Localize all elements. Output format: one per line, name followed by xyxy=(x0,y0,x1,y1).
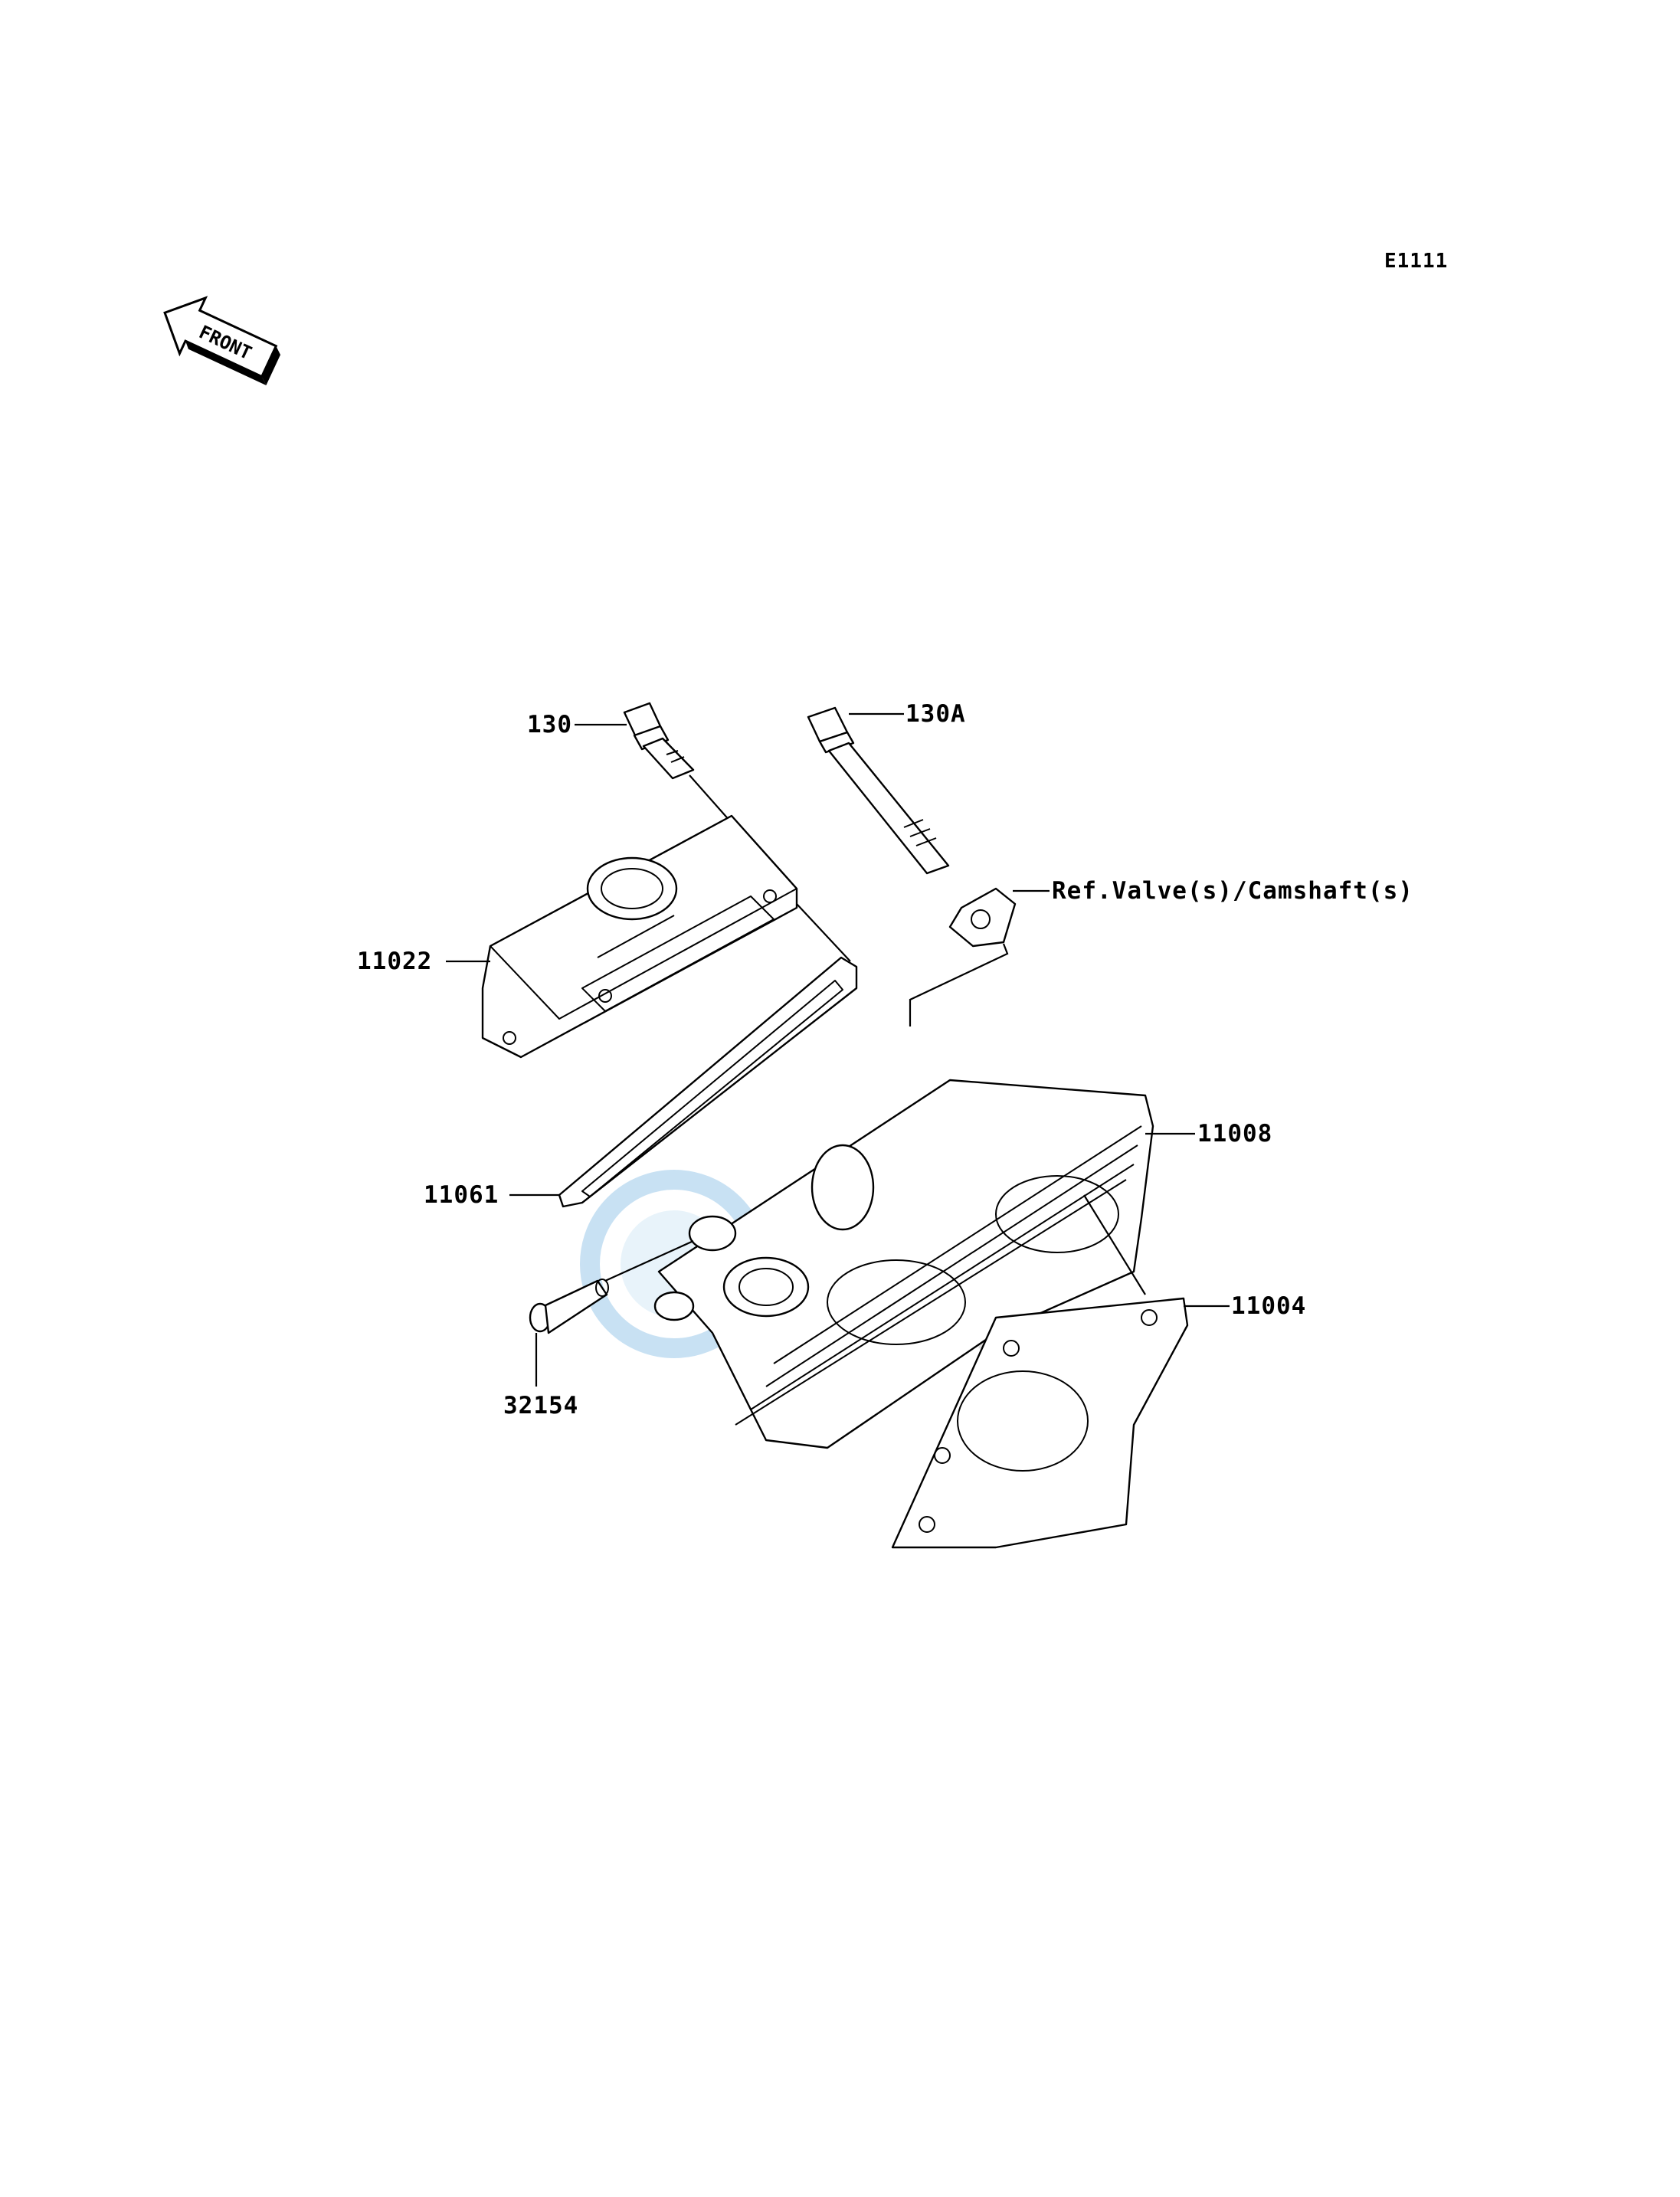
cylinder-head xyxy=(653,1079,1154,1449)
callout-11004: 11004 xyxy=(1231,1292,1307,1320)
callout-11061: 11061 xyxy=(424,1181,499,1209)
leader-11004-dashline xyxy=(1083,1194,1146,1295)
ref-bracket xyxy=(948,887,1017,948)
cover-gasket xyxy=(558,956,858,1208)
callout-11008: 11008 xyxy=(1197,1120,1273,1148)
leader-ref-dashline xyxy=(909,943,1009,1026)
callout-32154: 32154 xyxy=(503,1392,579,1419)
valve-guide xyxy=(529,1279,609,1334)
head-gasket xyxy=(891,1297,1189,1549)
callout-ref: Ref.Valve(s)/Camshaft(s) xyxy=(1052,877,1413,905)
cylinder-head-cover xyxy=(481,814,798,1059)
bolt-130 xyxy=(623,702,695,780)
callout-130: 130 xyxy=(527,711,572,738)
callout-11022: 11022 xyxy=(357,948,433,975)
leader-11022-dashline xyxy=(796,903,851,962)
callout-130a: 130A xyxy=(905,700,966,728)
diagram-code: E1111 xyxy=(1384,250,1449,273)
bolt-130a xyxy=(807,706,950,875)
front-arrow-icon: FRONT xyxy=(163,296,281,386)
leader-32154-dashline xyxy=(604,1239,694,1282)
